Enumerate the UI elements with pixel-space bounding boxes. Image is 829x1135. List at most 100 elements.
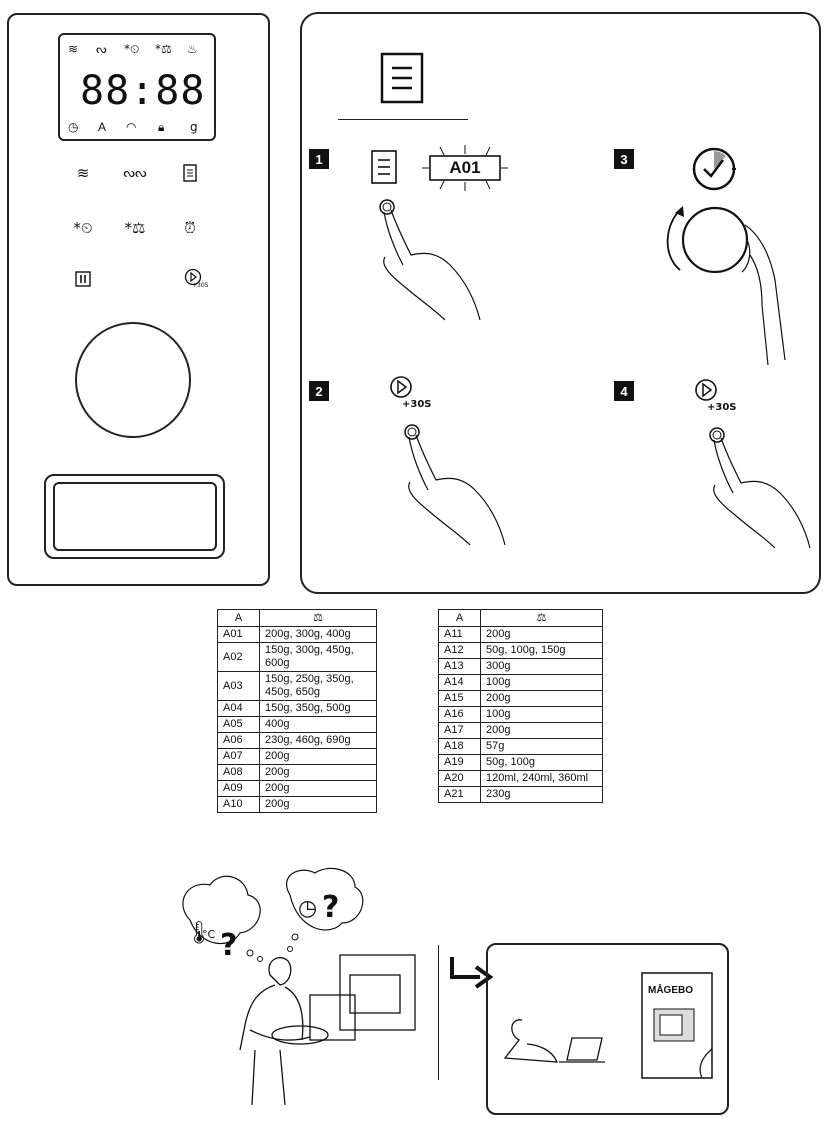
program-code: A12 xyxy=(438,642,481,659)
menu-button[interactable] xyxy=(177,162,203,184)
program-weights: 100g xyxy=(480,706,603,723)
program-weights: 120ml, 240ml, 360ml xyxy=(480,770,603,787)
play-icon xyxy=(390,376,412,398)
arrow-right-icon xyxy=(450,957,494,989)
divider xyxy=(338,119,468,120)
program-code: A11 xyxy=(438,626,481,643)
program-code: A21 xyxy=(438,786,481,803)
finger-press-icon xyxy=(709,427,811,549)
question-mark: ? xyxy=(220,928,238,963)
program-weights: 230g xyxy=(480,786,603,803)
alarm-clock-icon: ⏰︎ xyxy=(184,219,196,237)
instruction-panel xyxy=(300,12,821,594)
defrost-time-button[interactable]: *⏲ xyxy=(70,217,96,239)
pause-button[interactable] xyxy=(70,268,96,290)
knob-turn-icon xyxy=(666,206,786,366)
manual-book-icon xyxy=(641,972,713,1079)
program-weights: 200g xyxy=(259,796,377,813)
program-code: A17 xyxy=(438,722,481,739)
defrost-weight-icon: *⚖ xyxy=(124,219,146,237)
steam-icon: ♨ xyxy=(187,42,198,56)
program-weights: 100g xyxy=(480,674,603,691)
plus-30s-label: +30S xyxy=(192,282,209,289)
program-weights: 57g xyxy=(480,738,603,755)
program-code: A14 xyxy=(438,674,481,691)
alarm-button[interactable]: ⏰︎ xyxy=(177,217,203,239)
clock-icon: ◷ xyxy=(68,120,79,134)
step-number: 3 xyxy=(614,149,634,169)
program-code: A03 xyxy=(217,671,260,701)
program-code: A04 xyxy=(217,700,260,717)
grill-button[interactable]: ᔓᔓ xyxy=(122,162,148,184)
program-weights: 150g, 300g, 450g, 600g xyxy=(259,642,377,672)
auto-letter-icon: A xyxy=(98,120,107,134)
divider xyxy=(438,945,439,1080)
program-code: A16 xyxy=(438,706,481,723)
weight-letter-icon: g xyxy=(190,120,198,134)
program-code: A05 xyxy=(217,716,260,733)
microwave-button[interactable]: ≋ xyxy=(70,162,96,184)
control-panel xyxy=(7,13,270,586)
user-laptop-icon xyxy=(503,1019,605,1063)
menu-icon xyxy=(380,52,424,104)
program-weights: 300g xyxy=(480,658,603,675)
temp-unit: °C xyxy=(202,928,216,941)
question-mark: ? xyxy=(322,890,340,925)
weight-icon: ⚖ xyxy=(480,609,603,627)
program-weights: 200g xyxy=(480,690,603,707)
program-weights: 50g, 100g xyxy=(480,754,603,771)
defrost-timer-icon: *⏲ xyxy=(124,42,140,56)
grill-icon: ᔓᔓ xyxy=(123,165,147,181)
manual-title: MÅGEBO xyxy=(648,985,693,996)
defrost-weight-button[interactable]: *⚖ xyxy=(122,217,148,239)
menu-icon xyxy=(183,164,197,182)
clock-icon: ◷ xyxy=(298,896,318,921)
program-code: A15 xyxy=(438,690,481,707)
program-code: A19 xyxy=(438,754,481,771)
start-30s-button[interactable]: +30S xyxy=(178,266,209,289)
door-release-button[interactable] xyxy=(44,474,225,559)
wifi-icon: ◠ xyxy=(126,120,137,134)
program-code: A08 xyxy=(217,764,260,781)
play-icon xyxy=(184,268,202,286)
program-weights: 150g, 250g, 350g, 450g, 650g xyxy=(259,671,377,701)
time-digits: 88:88 xyxy=(80,68,206,114)
pause-icon xyxy=(75,271,91,287)
program-code: A10 xyxy=(217,796,260,813)
table-header-row: A ⚖ xyxy=(217,609,377,627)
plus-30s-label: +30S xyxy=(707,402,737,413)
program-code: A01 xyxy=(217,626,260,643)
program-weights: 200g xyxy=(480,722,603,739)
control-knob[interactable] xyxy=(75,322,191,438)
program-code: A07 xyxy=(217,748,260,765)
clock-icon xyxy=(692,147,736,191)
grill-icon: ᔓ xyxy=(96,42,107,56)
program-code: A06 xyxy=(217,732,260,749)
play-icon xyxy=(695,379,717,401)
defrost-weight-icon: *⚖ xyxy=(155,42,172,56)
plus-30s-label: +30S xyxy=(402,399,432,410)
defrost-timer-icon: *⏲ xyxy=(73,219,93,237)
program-code: A09 xyxy=(217,780,260,797)
program-weights: 200g xyxy=(259,764,377,781)
step-number: 2 xyxy=(309,381,329,401)
lock-icon: 🔒︎ xyxy=(158,120,165,134)
